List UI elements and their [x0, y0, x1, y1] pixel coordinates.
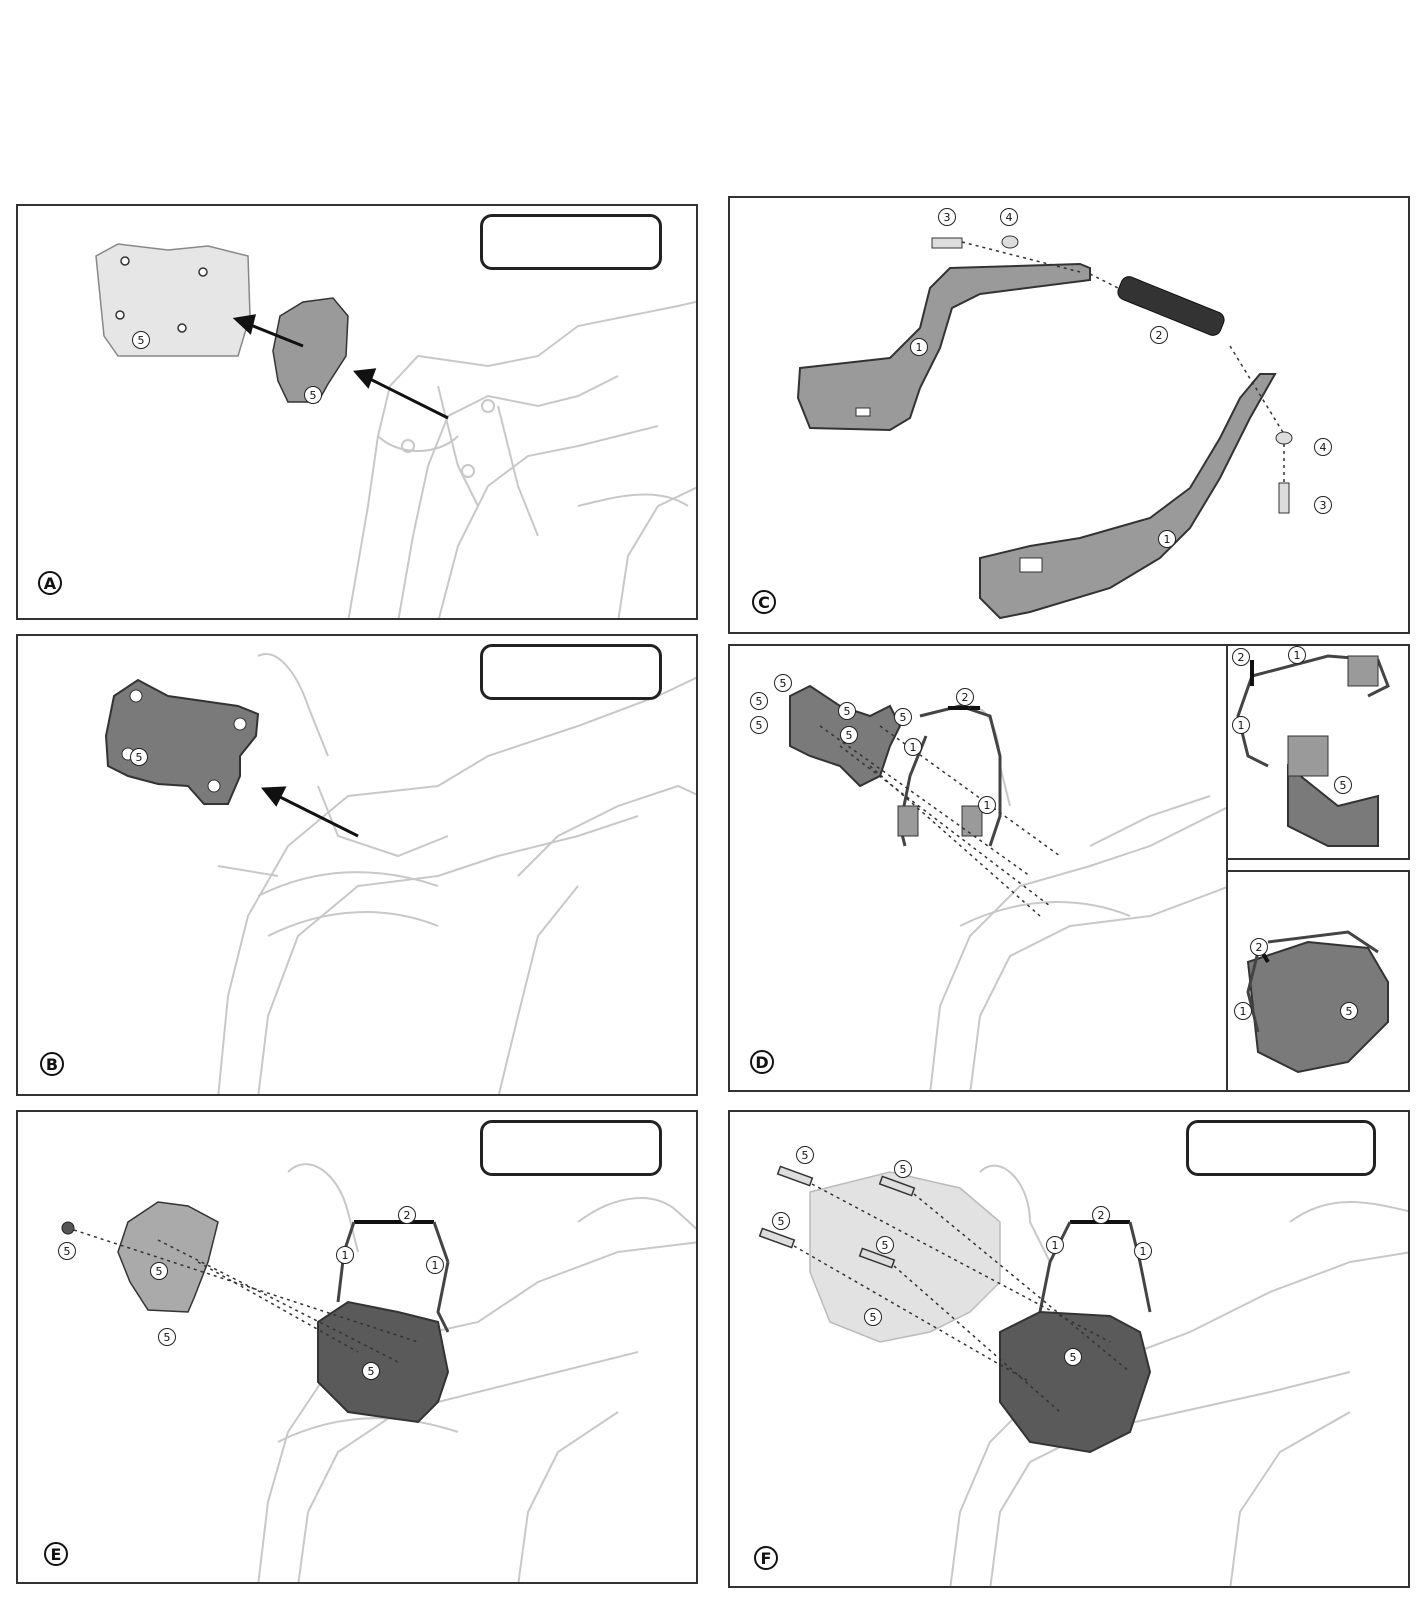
motorcycle-outline	[929, 705, 1226, 1090]
part-number: 5	[840, 726, 858, 744]
cover-part	[117, 1201, 219, 1313]
part-number: 5	[1340, 1002, 1358, 1020]
washer-icon	[1275, 431, 1293, 445]
part-number: 5	[130, 748, 148, 766]
panel-a: 5 5 A	[16, 204, 698, 620]
washer-icon	[1001, 235, 1019, 249]
part-number: 5	[304, 386, 322, 404]
step-letter: E	[44, 1542, 68, 1566]
mounting-plate	[104, 678, 260, 805]
part-number: 5	[1334, 776, 1352, 794]
part-number: 4	[1314, 438, 1332, 456]
cover-part	[272, 297, 349, 403]
part-number: 5	[772, 1212, 790, 1230]
part-number: 4	[1000, 208, 1018, 226]
part-number: 1	[1134, 1242, 1152, 1260]
windscreen-part	[95, 243, 251, 357]
part-number: 1	[978, 796, 996, 814]
panel-d-drawing	[789, 684, 1226, 1090]
bracket-arm-upper	[796, 262, 1091, 432]
mounting-plate	[999, 1310, 1152, 1454]
part-number: 1	[1232, 716, 1250, 734]
motorcycle-outline	[217, 653, 696, 1094]
part-number: 5	[796, 1146, 814, 1164]
panel-b-drawing	[104, 653, 696, 1094]
panel-c: 3 4 1 2 4 3 1 C	[728, 196, 1410, 634]
part-number: 5	[58, 1242, 76, 1260]
arrows	[232, 314, 449, 420]
panel-f-drawing	[758, 1164, 1408, 1586]
part-number: 1	[910, 338, 928, 356]
part-number: 5	[150, 1262, 168, 1280]
part-number: 1	[1234, 1002, 1252, 1020]
panel-c-drawing	[796, 235, 1293, 620]
panel-f-label-box	[1186, 1120, 1376, 1176]
panel-e: 5 5 5 2 1 1 5 E	[16, 1110, 698, 1584]
part-number: 1	[1288, 646, 1306, 664]
part-number: 5	[894, 1160, 912, 1178]
step-letter: B	[40, 1052, 64, 1076]
screw-icon	[1278, 482, 1290, 514]
panel-e-drawing	[61, 1163, 696, 1582]
part-number: 2	[398, 1206, 416, 1224]
step-letter: D	[750, 1050, 774, 1074]
part-number: 5	[838, 702, 856, 720]
panel-f: 5 5 5 5 5 2 1 1 5 F	[728, 1110, 1410, 1588]
arrow	[260, 786, 359, 838]
part-number: 2	[1150, 326, 1168, 344]
part-number: 3	[938, 208, 956, 226]
part-number: 5	[864, 1308, 882, 1326]
screw-icon	[758, 1165, 916, 1269]
part-number: 2	[1232, 648, 1250, 666]
inset-top-drawing	[1236, 654, 1390, 847]
windscreen-part	[809, 1171, 1001, 1343]
bracket-arm	[919, 704, 1002, 847]
bracket-arm-lower	[979, 373, 1277, 620]
part-number: 2	[1250, 938, 1268, 956]
part-number: 1	[1046, 1236, 1064, 1254]
screw-icon	[61, 1221, 75, 1235]
part-number: 5	[1064, 1348, 1082, 1366]
part-number: 5	[750, 716, 768, 734]
screw-icon	[931, 237, 963, 249]
step-letter: F	[754, 1546, 778, 1570]
panel-d: 5 5 5 5 5 5 2 1 1 D	[728, 644, 1228, 1092]
part-number: 1	[1158, 530, 1176, 548]
panel-b-label-box	[480, 644, 662, 700]
part-number: 5	[876, 1236, 894, 1254]
panel-a-drawing	[95, 243, 696, 618]
part-number: 2	[1092, 1206, 1110, 1224]
part-number: 1	[336, 1246, 354, 1264]
step-letter: C	[752, 590, 776, 614]
step-letter: A	[38, 571, 62, 595]
part-number: 1	[426, 1256, 444, 1274]
part-number: 5	[132, 331, 150, 349]
part-number: 5	[158, 1328, 176, 1346]
mounting-plate	[317, 1300, 450, 1424]
part-number: 5	[774, 674, 792, 692]
panel-d-inset-bottom: 2 1 5	[1226, 870, 1410, 1092]
part-number: 5	[894, 708, 912, 726]
part-number: 3	[1314, 496, 1332, 514]
panel-a-label-box	[480, 214, 662, 270]
part-number: 5	[750, 692, 768, 710]
part-number: 5	[362, 1362, 380, 1380]
inset-bottom-drawing	[1246, 930, 1389, 1074]
tube-part	[1117, 276, 1225, 336]
part-number: 2	[956, 688, 974, 706]
part-number: 1	[904, 738, 922, 756]
panel-b: 5 B	[16, 634, 698, 1096]
panel-d-inset-top: 2 1 1 5	[1226, 644, 1410, 860]
motorcycle-outline	[347, 300, 696, 618]
panel-e-label-box	[480, 1120, 662, 1176]
